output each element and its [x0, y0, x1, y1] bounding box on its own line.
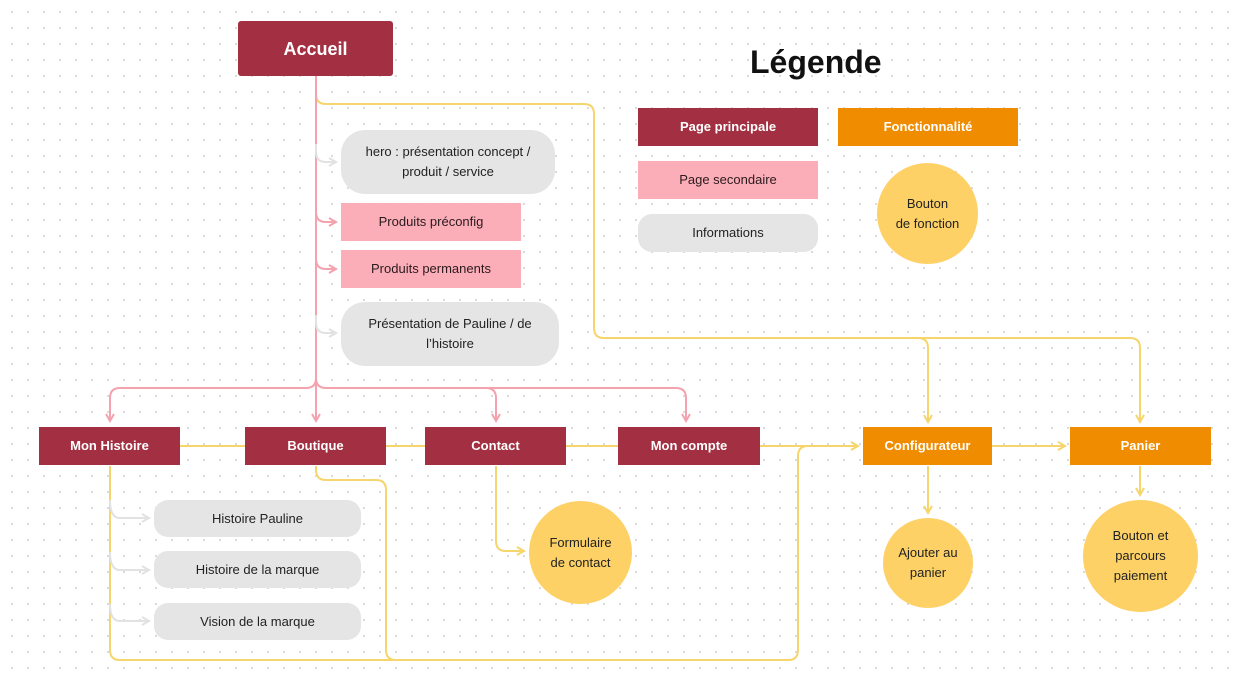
nav-mon-histoire: Mon Histoire: [39, 427, 180, 465]
legend-information: Informations: [638, 214, 818, 252]
nav-boutique: Boutique: [245, 427, 386, 465]
produits-preconfig-node: Produits préconfig: [341, 203, 521, 241]
legend-main-page: Page principale: [638, 108, 818, 146]
legend-title: Légende: [750, 44, 882, 80]
legend-function-button: Bouton de fonction: [877, 163, 978, 264]
nav-mon-compte: Mon compte: [618, 427, 760, 465]
histoire-marque-info: Histoire de la marque: [154, 551, 361, 588]
nav-panier: Panier: [1070, 427, 1211, 465]
histoire-pauline-info: Histoire Pauline: [154, 500, 361, 537]
legend-feature: Fonctionnalité: [838, 108, 1018, 146]
paiement-circle: Bouton et parcours paiement: [1083, 500, 1198, 612]
legend-secondary-page: Page secondaire: [638, 161, 818, 199]
presentation-pauline-info: Présentation de Pauline / de l’histoire: [341, 302, 559, 366]
hero-info: hero : présentation concept / produit / …: [341, 130, 555, 194]
produits-permanents-node: Produits permanents: [341, 250, 521, 288]
vision-marque-info: Vision de la marque: [154, 603, 361, 640]
accueil-node: Accueil: [238, 21, 393, 76]
nav-configurateur: Configurateur: [863, 427, 992, 465]
formulaire-contact-circle: Formulaire de contact: [529, 501, 632, 604]
ajouter-panier-circle: Ajouter au panier: [883, 518, 973, 608]
nav-contact: Contact: [425, 427, 566, 465]
